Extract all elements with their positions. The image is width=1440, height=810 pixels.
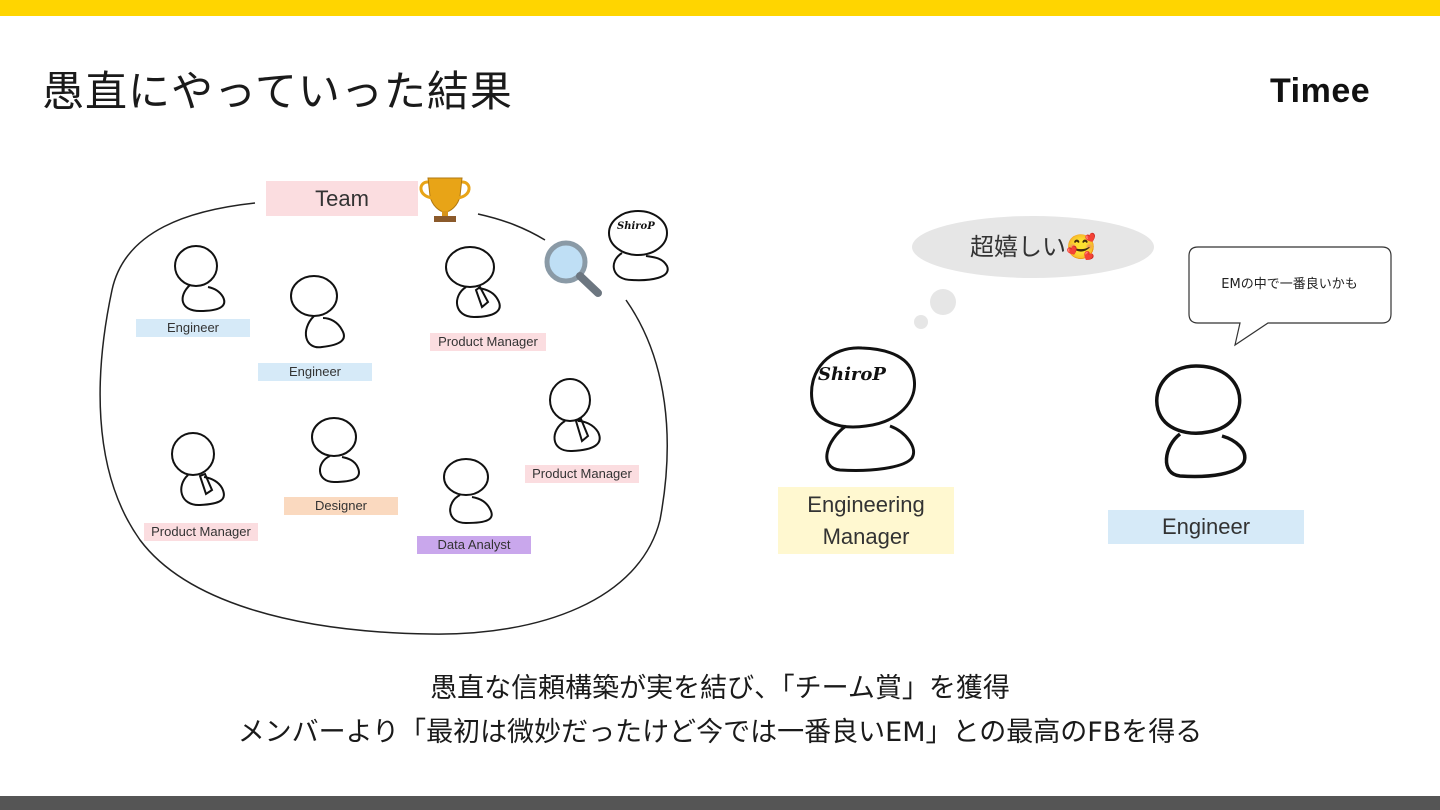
person-pm-2 xyxy=(549,378,601,453)
em-label-line2: Manager xyxy=(822,523,910,549)
team-boundary-top xyxy=(477,213,546,241)
caption-line-2: メンバーより「最初は微妙だったけど今では一番良いEM」との最高のFBを得る xyxy=(237,717,1203,748)
person-designer xyxy=(311,417,360,484)
team-label: Team xyxy=(266,181,418,216)
person-engineer-2 xyxy=(290,275,345,349)
bottom-bar xyxy=(0,796,1440,810)
svg-text:ShiroP: ShiroP xyxy=(617,221,655,232)
timee-logo: Timee xyxy=(1270,72,1371,110)
engineering-manager-label: Engineering Manager xyxy=(778,487,954,554)
team-boundary xyxy=(99,202,668,635)
magnifier-icon xyxy=(544,240,602,297)
caption-line-1: 愚直な信頼構築が実を結び、「チーム賞」を獲得 xyxy=(430,673,1010,704)
role-label-pm-3: Product Manager xyxy=(144,523,258,541)
em-label-line1: Engineering xyxy=(807,491,925,517)
role-label-engineer-2: Engineer xyxy=(258,363,372,381)
observer-figure: ShiroP xyxy=(608,210,669,282)
role-label-designer: Designer xyxy=(284,497,398,515)
role-label-engineer-1: Engineer xyxy=(136,319,250,337)
speech-bubble xyxy=(1188,246,1392,347)
person-engineer-1 xyxy=(174,245,226,313)
trophy-icon xyxy=(419,177,471,222)
engineer-label: Engineer xyxy=(1108,510,1304,544)
role-label-pm-1: Product Manager xyxy=(430,333,546,351)
person-pm-1 xyxy=(445,246,501,319)
speech-text: EMの中で一番良いかも xyxy=(1221,277,1358,292)
svg-text:ShiroP: ShiroP xyxy=(818,364,886,385)
thought-text: 超嬉しい🥰 xyxy=(970,233,1096,261)
person-engineer-right xyxy=(1155,364,1247,479)
page-title: 愚直にやっていった結果 xyxy=(42,67,513,116)
top-accent-bar xyxy=(0,0,1440,16)
role-label-data-analyst: Data Analyst xyxy=(417,536,531,554)
person-data-analyst xyxy=(443,458,493,525)
person-pm-3 xyxy=(171,432,225,507)
role-label-pm-2: Product Manager xyxy=(525,465,639,483)
person-engineering-manager: ShiroP xyxy=(810,346,916,472)
thought-bubble xyxy=(912,216,1154,329)
